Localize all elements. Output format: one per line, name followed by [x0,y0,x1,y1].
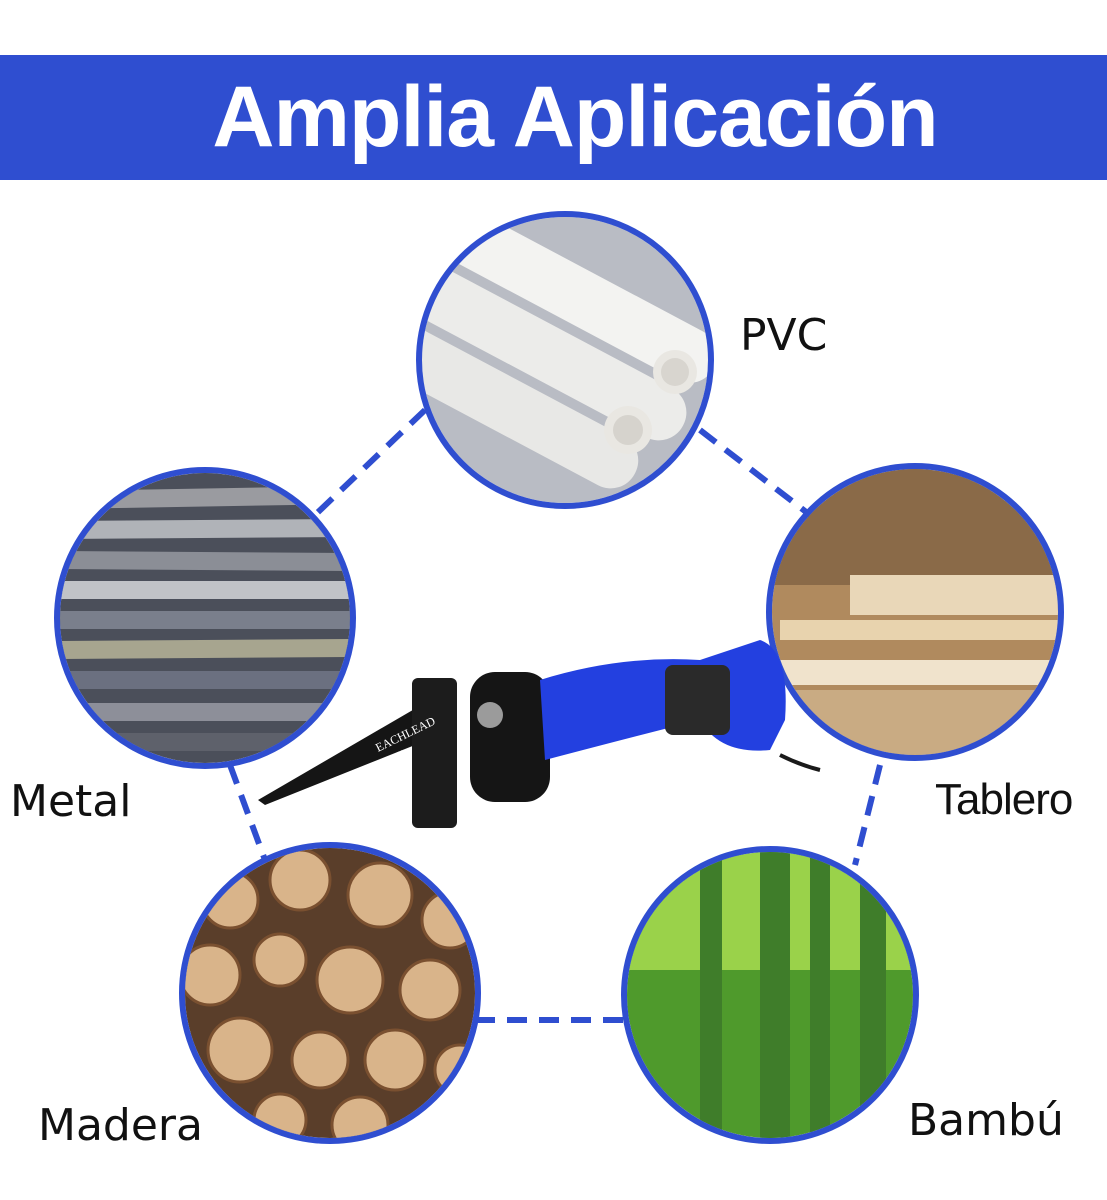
page-title: Amplia Aplicación [212,69,938,165]
reciprocating-saw-image: EACHLEAD 10 TPI [258,640,821,828]
saw-blade [258,700,440,805]
label-metal: Metal [10,776,132,827]
label-pvc: PVC [740,310,828,361]
dashed-connectors [227,407,883,1023]
connector-pvc-tablero [698,427,812,518]
connector-metal-madera [227,763,268,862]
label-madera: Madera [38,1100,203,1151]
madera-image [185,848,475,1138]
header-banner [0,55,1107,180]
connector-tablero-bambu [852,764,883,866]
tablero-image [772,469,1058,755]
connector-pvc-metal [312,407,428,518]
label-tablero: Tablero [935,775,1073,824]
pvc-image [422,217,708,503]
bambu-image [627,852,913,1138]
label-bambu: Bambú [908,1095,1064,1146]
